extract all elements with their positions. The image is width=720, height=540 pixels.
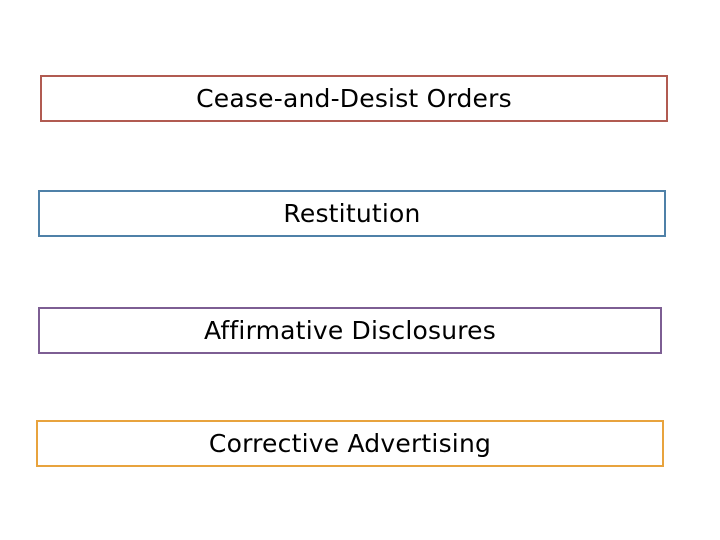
item-label: Corrective Advertising [208, 429, 492, 458]
item-box-corrective-advertising[interactable]: Corrective Advertising [36, 420, 664, 467]
item-box-cease-and-desist-orders[interactable]: Cease-and-Desist Orders [40, 75, 668, 122]
item-box-affirmative-disclosures[interactable]: Affirmative Disclosures [38, 307, 662, 354]
item-label: Restitution [283, 199, 421, 228]
item-label: Cease-and-Desist Orders [196, 84, 512, 113]
item-label: Affirmative Disclosures [204, 316, 496, 345]
item-box-restitution[interactable]: Restitution [38, 190, 666, 237]
